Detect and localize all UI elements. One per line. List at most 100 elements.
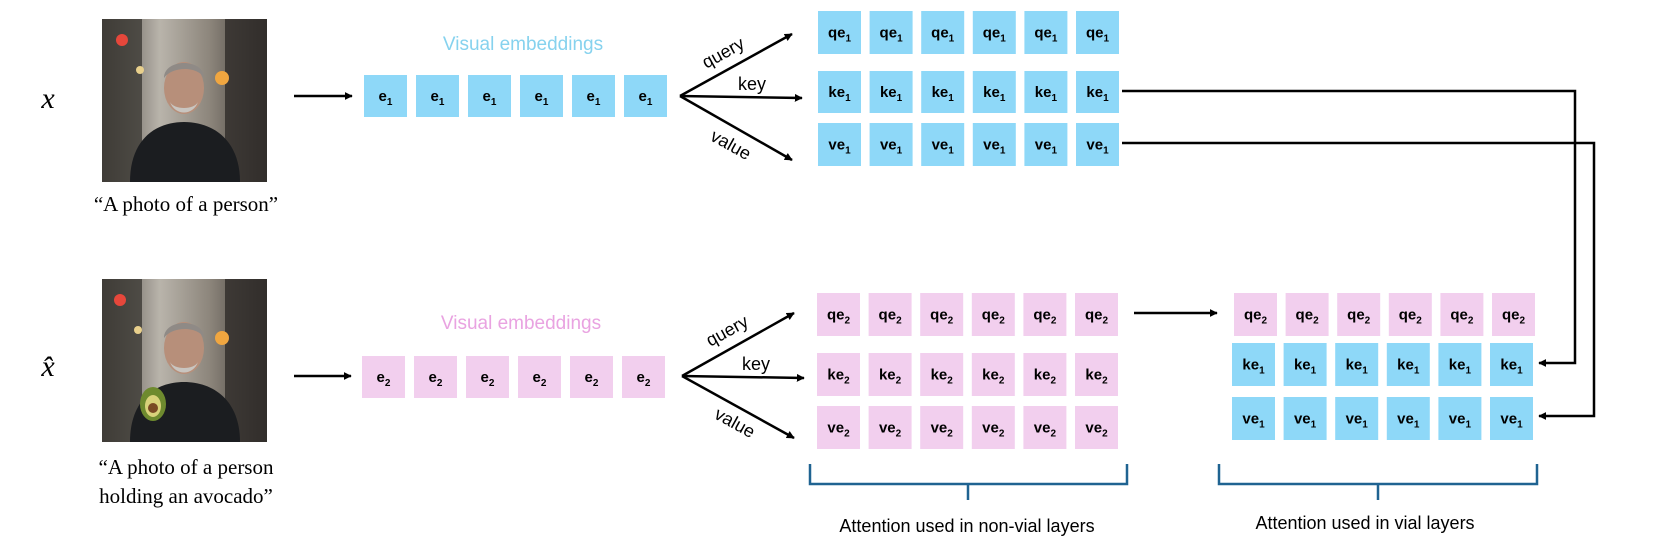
ve1-box-3-rect xyxy=(921,123,965,166)
ve2-box-6-label: ve2 xyxy=(1085,420,1108,440)
ve1-box-6-rect xyxy=(1076,123,1119,166)
ke1-box-5-rect xyxy=(1024,71,1068,113)
query-label-bottom: query xyxy=(703,311,752,350)
ke2-box-3-label: ke2 xyxy=(931,367,954,387)
ve1-box-6-label: ve1 xyxy=(1086,137,1109,157)
ve1-box-3: ve1 xyxy=(921,123,965,166)
qe1-box-3: qe1 xyxy=(921,11,965,54)
vial-qe2-box-3-rect xyxy=(1337,293,1381,336)
vial-qe2-box-1: qe2 xyxy=(1234,293,1277,336)
ve2-box-4: ve2 xyxy=(971,406,1015,449)
qe2-box-4-rect xyxy=(971,293,1015,336)
embedding-token-bottom-1: e2 xyxy=(362,356,405,398)
ve2-box-2-label: ve2 xyxy=(879,420,902,440)
key-label-top: key xyxy=(738,74,766,94)
ke1-box-4: ke1 xyxy=(972,71,1016,113)
vial-ve1-box-4-rect xyxy=(1386,397,1430,440)
embedding-token-bottom-3: e2 xyxy=(466,356,509,398)
vial-qe2-box-4-rect xyxy=(1388,293,1432,336)
ke1-box-2-rect xyxy=(869,71,913,113)
qe2-box-6-label: qe2 xyxy=(1085,307,1109,327)
vial-ke1-box-4-label: ke1 xyxy=(1397,357,1420,377)
qe2-box-5: qe2 xyxy=(1023,293,1067,336)
ke2-box-4-label: ke2 xyxy=(982,367,1005,387)
ke1-box-5-label: ke1 xyxy=(1035,84,1058,104)
qe1-box-3-label: qe1 xyxy=(931,25,955,45)
ve1-box-2: ve1 xyxy=(869,123,913,166)
embedding-token-top-5: e1 xyxy=(572,75,615,117)
ve2-box-1-rect xyxy=(817,406,860,449)
embedding-token-top-4-rect xyxy=(520,75,563,117)
embedding-token-top-6: e1 xyxy=(624,75,667,117)
qe1-box-4: qe1 xyxy=(972,11,1016,54)
vial-ve1-box-5-rect xyxy=(1438,397,1482,440)
qe2-box-2-label: qe2 xyxy=(879,307,903,327)
vial-ve1-box-1: ve1 xyxy=(1232,397,1275,440)
qe2-box-4-label: qe2 xyxy=(982,307,1006,327)
ke2-box-2-label: ke2 xyxy=(879,367,902,387)
ve1-box-5: ve1 xyxy=(1024,123,1068,166)
ve2-box-3-label: ve2 xyxy=(931,420,954,440)
vial-ke1-box-4: ke1 xyxy=(1386,343,1430,386)
caption-bottom-line-1: “A photo of a person xyxy=(99,455,274,479)
ke1-box-5: ke1 xyxy=(1024,71,1068,113)
vial-ke1-box-6-rect xyxy=(1490,343,1533,386)
vial-ke1-box-3: ke1 xyxy=(1335,343,1379,386)
ke1-box-3-label: ke1 xyxy=(932,84,955,104)
vial-ve1-box-1-rect xyxy=(1232,397,1275,440)
qe2-box-2: qe2 xyxy=(868,293,912,336)
vial-ke1-box-6-label: ke1 xyxy=(1500,357,1523,377)
embedding-token-bottom-3-label: e2 xyxy=(481,369,495,389)
connector-key-to-vial xyxy=(1122,89,1577,367)
vial-ve1-box-4-label: ve1 xyxy=(1397,411,1420,431)
vial-qe2-box-5: qe2 xyxy=(1440,293,1484,336)
vial-qe2-box-3: qe2 xyxy=(1337,293,1381,336)
vial-qe2-box-1-label: qe2 xyxy=(1244,307,1268,327)
ve1-box-6: ve1 xyxy=(1076,123,1119,166)
vial-qe2-box-1-rect xyxy=(1234,293,1277,336)
qe2-box-4: qe2 xyxy=(971,293,1015,336)
qe1-box-5-label: qe1 xyxy=(1034,25,1058,45)
embedding-token-top-3-rect xyxy=(468,75,511,117)
ke1-box-2: ke1 xyxy=(869,71,913,113)
ke2-box-1: ke2 xyxy=(817,353,860,396)
vial-ve1-box-3-label: ve1 xyxy=(1346,411,1369,431)
embedding-token-top-4: e1 xyxy=(520,75,563,117)
embedding-token-bottom-6-label: e2 xyxy=(637,369,651,389)
vial-ke1-box-5-rect xyxy=(1438,343,1482,386)
ve1-box-4-label: ve1 xyxy=(983,137,1006,157)
ke2-box-5-rect xyxy=(1023,353,1067,396)
vial-ve1-box-6-rect xyxy=(1490,397,1533,440)
ve2-box-5-label: ve2 xyxy=(1034,420,1057,440)
vial-ve1-box-2-rect xyxy=(1283,397,1327,440)
ve2-box-2: ve2 xyxy=(868,406,912,449)
embedding-token-bottom-4-label: e2 xyxy=(533,369,547,389)
value-label-top: value xyxy=(707,126,754,164)
qe1-box-5-rect xyxy=(1024,11,1068,54)
vial-ke1-box-3-label: ke1 xyxy=(1346,357,1369,377)
embedding-token-bottom-2-label: e2 xyxy=(429,369,443,389)
vial-ke1-box-3-rect xyxy=(1335,343,1379,386)
embedding-token-bottom-6-rect xyxy=(622,356,665,398)
qe1-box-2-rect xyxy=(869,11,913,54)
qe2-box-2-rect xyxy=(868,293,912,336)
embedding-token-top-6-rect xyxy=(624,75,667,117)
embedding-token-bottom-2: e2 xyxy=(414,356,457,398)
x-hat-symbol: x̂ xyxy=(40,350,55,383)
portrait-photo xyxy=(102,19,267,182)
arrow-key-top xyxy=(679,93,803,102)
visual-embeddings-label-bottom: Visual embeddings xyxy=(441,313,601,334)
embedding-token-top-1-label: e1 xyxy=(379,88,393,108)
vial-ve1-box-2: ve1 xyxy=(1283,397,1327,440)
vial-ve1-box-6-label: ve1 xyxy=(1500,411,1523,431)
ke2-box-3-rect xyxy=(920,353,964,396)
vial-qe2-box-5-label: qe2 xyxy=(1450,307,1474,327)
ve1-box-5-rect xyxy=(1024,123,1068,166)
ke1-box-6-rect xyxy=(1076,71,1119,113)
vial-qe2-box-2-label: qe2 xyxy=(1296,307,1320,327)
ke2-box-5-label: ke2 xyxy=(1034,367,1057,387)
